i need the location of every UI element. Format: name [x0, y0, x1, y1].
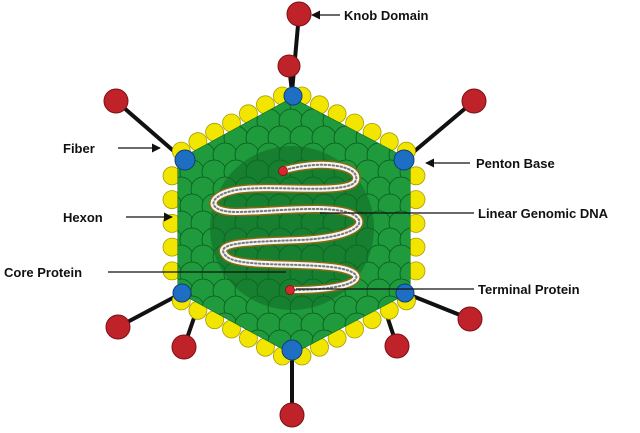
penton-bottom: [281, 339, 303, 361]
knob-lower-right-2: [384, 333, 410, 359]
knob-top-short: [277, 54, 301, 78]
terminal-protein-start: [278, 166, 288, 176]
hexon-sphere: [377, 98, 403, 117]
hexon-sphere: [355, 98, 381, 117]
knob-domains: [103, 1, 487, 428]
terminal-protein-end: [285, 285, 295, 295]
hexon-sphere: [201, 329, 227, 354]
knob-lower-left-2: [171, 334, 197, 360]
knob-upper-left: [103, 88, 129, 114]
labels: Knob Domain Fiber Penton Base Hexon Line…: [4, 8, 609, 297]
knob-upper-right: [461, 88, 487, 114]
label-hexon: Hexon: [63, 210, 103, 225]
hexon-sphere: [179, 98, 205, 117]
penton-upper-left: [174, 149, 196, 171]
penton-lower-right: [395, 283, 415, 303]
knob-bottom: [279, 402, 305, 428]
knob-top: [286, 1, 312, 27]
leader-lines: [108, 10, 474, 290]
linear-genomic-dna: [209, 160, 364, 295]
label-terminal-protein: Terminal Protein: [478, 282, 580, 297]
label-knob-domain: Knob Domain: [344, 8, 429, 23]
label-core-protein: Core Protein: [4, 265, 82, 280]
penton-top: [283, 86, 303, 106]
hexon-sphere: [388, 108, 410, 134]
hexon-sphere: [178, 98, 183, 117]
hexon-sphere: [399, 98, 410, 117]
terminal-proteins: [278, 166, 295, 295]
knob-lower-right: [457, 306, 483, 332]
capsid-edge-proteins: [162, 86, 426, 366]
hexon-sphere: [178, 108, 194, 134]
label-linear-genomic-dna: Linear Genomic DNA: [478, 206, 609, 221]
penton-lower-left: [172, 283, 192, 303]
label-fiber: Fiber: [63, 141, 95, 156]
penton-upper-right: [393, 149, 415, 171]
label-penton-base: Penton Base: [476, 156, 555, 171]
hexon-sphere: [201, 98, 227, 117]
fiber-top: [290, 12, 301, 94]
knob-lower-left: [105, 314, 131, 340]
